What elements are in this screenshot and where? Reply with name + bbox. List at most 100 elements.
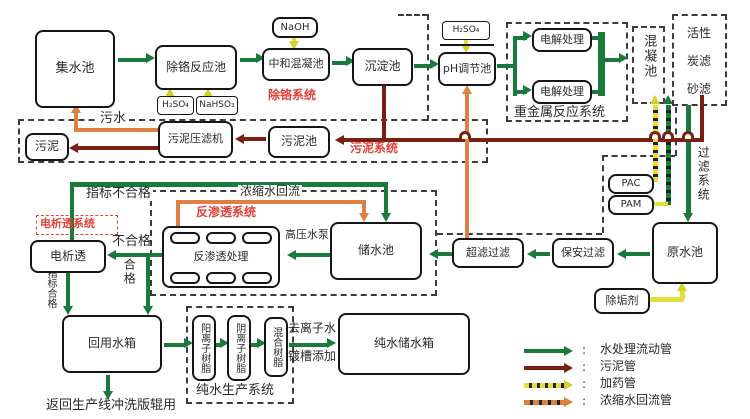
pipe-uf-concentrate-v: [465, 94, 469, 238]
pipe-raw-to-security: [626, 252, 650, 256]
chromium-system-boundary-h: [398, 14, 428, 16]
ro-treatment-label: 反渗透处理: [193, 250, 249, 263]
box-nahso3: NaHSO₃: [196, 96, 238, 115]
box-raw-water-pool: 原水池: [652, 222, 718, 284]
box-collection-pool: 集水池: [35, 30, 115, 108]
arrowhead: [69, 143, 78, 153]
pipe-ro-concentrate-v2: [362, 204, 366, 214]
box-ro-treatment: 反渗透处理: [162, 226, 280, 288]
label-pure-water-system: 纯水生产系统: [194, 383, 277, 399]
arrowhead: [327, 338, 336, 348]
arrowhead: [346, 56, 355, 66]
box-coagulation-pool: 混凝池: [641, 34, 657, 79]
pipe-pac-dosing-v: [653, 105, 658, 182]
filter-system-boundary-v1: [675, 107, 677, 156]
pipe-to-electrolysis-1: [517, 36, 527, 40]
arrowhead: [564, 363, 573, 373]
pipe-h2so4-dose-ph: [464, 40, 468, 46]
label-ro-system: 反渗透系统: [196, 205, 257, 219]
carbon-sand-filter-boundary: [672, 14, 727, 106]
arrowhead: [335, 135, 344, 145]
box-sedimentation-pool: 沉淀池: [352, 48, 413, 86]
arrowhead: [289, 41, 299, 50]
arrowhead: [103, 391, 113, 400]
label-high-pressure-pump: 高压水泵: [283, 228, 331, 242]
legend-label-flow-pipe: 水处理流动管: [600, 342, 673, 356]
pipe-mixed-to-purewater: [289, 343, 329, 347]
legend-line-flow: [524, 349, 566, 353]
ro-membrane-capsule: [242, 272, 272, 284]
box-electrodialysis: 电析透: [30, 240, 106, 273]
box-ph-adjust-pool: pH调节池: [438, 52, 496, 86]
arrowhead: [523, 85, 532, 95]
pipe-electrolysis-2-out: [592, 90, 600, 94]
arrowhead: [564, 397, 573, 407]
arrowhead: [663, 95, 673, 104]
pipe-pam-dosing-h: [650, 202, 668, 206]
legend-label-concentrate-pipe: 浓缩水回流管: [600, 393, 673, 407]
pipe-electrodialysis-to-reuse: [66, 272, 70, 307]
ro-membrane-capsule: [242, 232, 272, 244]
pipe-uf-to-storage: [438, 252, 452, 256]
pipe-reuse-to-cation: [164, 343, 186, 347]
pipe-cation-to-anion: [216, 343, 222, 347]
box-electrolysis-2: 电解处理: [532, 80, 592, 104]
ro-membrane-capsule: [206, 232, 236, 244]
arrowhead: [143, 306, 153, 315]
box-security-filter: 保安过滤: [552, 238, 614, 268]
label-chromium-system: 除铬系统: [268, 88, 317, 102]
pipe-sludge-main-h: [344, 138, 704, 142]
pipe-sediment-to-ph: [414, 64, 432, 68]
pipe-crossing-hop: [662, 131, 674, 139]
pipe-sludgepool-to-press: [244, 137, 266, 141]
legend-line-dosing: [524, 383, 566, 388]
coagulation-pool-boundary: [632, 26, 665, 104]
box-storage-pool: 储水池: [330, 222, 422, 280]
pipe-unqualified-return-left-v: [70, 186, 74, 240]
arrowhead: [359, 213, 369, 222]
box-chromium-reaction-pool: 除铬反应池: [155, 45, 237, 90]
arrowhead: [527, 249, 536, 259]
box-pam: PAM: [608, 195, 654, 215]
pipe-pam-dosing-v: [666, 105, 671, 205]
arrowhead: [462, 85, 472, 94]
arrowhead: [429, 249, 438, 259]
arrowhead: [677, 282, 687, 291]
arrowhead: [619, 53, 628, 63]
pipe-sandfilter-to-raw: [686, 105, 691, 214]
label-unqualified: 不合格: [112, 234, 152, 249]
pipe-merge-bar: [598, 32, 605, 96]
legend-line-sludge: [524, 366, 566, 370]
label-plating-tank-add: 镀槽添加: [288, 349, 337, 363]
pipe-neutralize-to-sediment: [332, 61, 348, 65]
filter-system-boundary-v2: [602, 155, 604, 233]
pipe-reuse-to-production: [106, 375, 110, 393]
filter-system-boundary-h2: [437, 233, 602, 235]
arrowhead: [107, 250, 116, 260]
pipe-unqualified-to-storage-v: [384, 187, 388, 213]
legend-colon: :: [582, 360, 587, 374]
arrowhead: [617, 249, 626, 259]
pipe-press-filtrate-h: [74, 128, 158, 132]
arrowhead: [683, 213, 693, 222]
arrowhead: [146, 53, 155, 63]
pipe-qualified-down: [146, 257, 150, 306]
pipe-press-filtrate-v: [74, 113, 78, 132]
carbon-filter-line1: 活性: [686, 25, 711, 40]
carbon-filter-line2: 炭滤: [686, 53, 711, 68]
box-sludge-filter-press: 污泥压滤机: [158, 121, 233, 158]
arrowhead: [381, 213, 391, 222]
box-ultrafiltration: 超滤过滤: [452, 238, 524, 268]
ro-membrane-capsule: [206, 272, 236, 284]
label-electrodialysis-system: 电析透系统: [40, 217, 95, 230]
box-anion-resin: 阴离子树脂: [227, 315, 251, 381]
pipe-sediment-sludge-v: [382, 86, 386, 140]
pipe-chromium-to-neutralize: [240, 58, 258, 62]
pipe-crossing-hop: [459, 131, 471, 139]
pipe-descaler-v: [680, 291, 685, 299]
pipe-security-to-uf: [536, 252, 550, 256]
arrowhead: [165, 88, 175, 97]
pipe-descaler-h: [650, 297, 684, 302]
box-mixed-resin: 混合树脂: [264, 317, 288, 377]
label-deionized-water: 去离子水: [288, 321, 337, 335]
